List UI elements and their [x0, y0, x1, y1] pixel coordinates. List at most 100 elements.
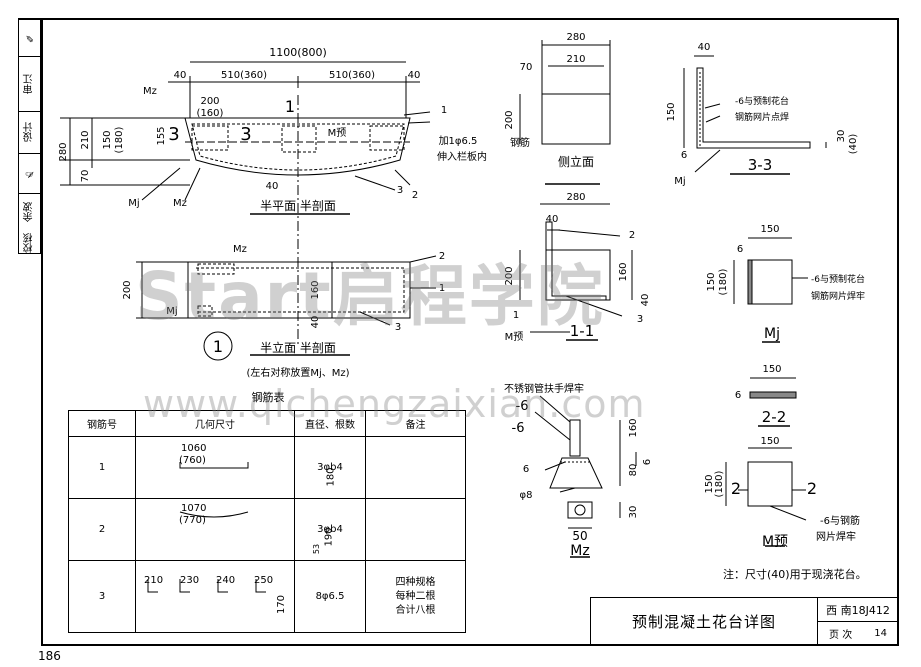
- section-22-caption: 2-2: [762, 408, 787, 426]
- label-mz-m6c: 6: [523, 464, 529, 475]
- mz-post: [569, 419, 581, 457]
- dim-mz-50: 50: [572, 529, 587, 543]
- dim-22-150: 150: [762, 364, 781, 375]
- row2-dim-a: 1070: [181, 503, 207, 514]
- dim-mj-6: 6: [737, 244, 743, 255]
- label-mr-2a: 2: [731, 479, 741, 498]
- dim-160-elev: 160: [310, 280, 321, 299]
- label-n1-plan: 1: [441, 105, 447, 116]
- side-caption: 侧立面: [558, 154, 594, 169]
- table-row: 3 210 230 240 250 170 8φ6.5 四种规格 每种二根 合计…: [68, 560, 466, 633]
- label-11-n3: 3: [637, 314, 643, 325]
- dim-150: 150: [102, 130, 113, 149]
- row3-dim-e: 170: [276, 594, 288, 615]
- side-panel: [541, 93, 611, 145]
- page-label: 页 次: [829, 630, 853, 641]
- row3-note-2: 每种二根: [395, 590, 436, 602]
- label-mj-plan-bl: Mj: [128, 198, 139, 209]
- dim-mz-160: 160: [628, 418, 639, 437]
- mj-caption: Mj: [764, 326, 780, 342]
- row3-dim-a: 210: [144, 575, 164, 586]
- label-33-mj: Mj: [674, 176, 685, 187]
- label-mr-n1: -6与钢筋: [820, 514, 860, 527]
- label-33-n1: -6与预制花台: [735, 95, 789, 107]
- label-mj-elev: Mj: [166, 306, 177, 317]
- watermark-logo: Start启程学院: [135, 258, 605, 335]
- label-11-mj: M预: [505, 331, 524, 343]
- mz-caption: Mz: [570, 543, 589, 559]
- planter-outline: [184, 117, 411, 176]
- dim-mz-30: 30: [628, 506, 639, 519]
- table-row: 2 1070 (770) 190 53 3φb4: [68, 498, 466, 561]
- label-add-bar-2: 伸入栏板内: [437, 150, 487, 163]
- signature-strip: ✎ 审江 设计 ✍ 余波 校核: [18, 18, 41, 254]
- row1-dim-c: 180: [325, 467, 337, 487]
- label-mz-elev: Mz: [233, 244, 247, 255]
- section-33-caption: 3-3: [748, 156, 773, 174]
- dim-mr-150v: 150: [704, 474, 715, 493]
- dim-left-span: 510(360): [221, 70, 267, 81]
- dim-33-150: 150: [666, 102, 677, 121]
- label-mj-plan: M预: [328, 127, 347, 139]
- rebar-table-title: 钢筋表: [252, 390, 285, 404]
- row3-note-1: 四种规格: [395, 576, 436, 588]
- dim-200-elev: 200: [122, 280, 133, 299]
- dim-mz-80: 80: [628, 464, 639, 477]
- dim-70: 70: [80, 170, 91, 183]
- th-note: 备注: [365, 410, 466, 437]
- label-n1-elev: 1: [439, 283, 445, 294]
- row3-note-3: 合计八根: [395, 604, 436, 616]
- section-2-2-bar: [749, 391, 797, 399]
- rebar-table: 钢筋号 几何尺寸 直径、根数 备注 1 1060 (760) 180 3φb4 …: [68, 410, 466, 633]
- dim-mr-150: 150: [760, 436, 779, 447]
- label-mj-n1: -6与预制花台: [811, 273, 865, 285]
- atlas-number: 西 南18J412: [818, 598, 898, 622]
- dim-11-40: 40: [546, 214, 559, 225]
- dim-33-30: 30: [836, 130, 847, 143]
- drawing-title: 预制混凝土花台详图: [591, 598, 818, 645]
- row2-dim-d: 53: [312, 543, 322, 555]
- dim-22-6: 6: [735, 390, 741, 401]
- dim-overall: 1100(800): [269, 46, 327, 59]
- dim-155: 155: [156, 126, 167, 145]
- row1-no: 1: [68, 436, 136, 499]
- dim-mj-150: 150: [760, 224, 779, 235]
- section-mark-1: 1: [285, 97, 295, 116]
- dim-side-280: 280: [566, 32, 585, 43]
- dim-210: 210: [80, 130, 91, 149]
- dim-11-40b: 40: [640, 294, 651, 307]
- label-n2-elev: 2: [439, 251, 445, 262]
- dim-side-200: 200: [504, 110, 515, 129]
- row2-geom: 1070 (770) 190 53: [135, 498, 335, 561]
- dim-40-plan: 40: [266, 181, 279, 192]
- label-mz-top: 不锈钢管扶手焊牢: [504, 382, 584, 395]
- dim-mj-180: (180): [718, 268, 729, 295]
- dim-side-70: 70: [520, 62, 533, 73]
- drawing-frame: [41, 18, 899, 646]
- page-number: 186: [38, 649, 61, 663]
- elevation-subcaption: (左右对称放置Mj、Mz): [246, 366, 349, 379]
- label-33-n2: 钢筋网片点焊: [735, 111, 789, 123]
- section-3-3-shape: [696, 67, 811, 149]
- row3-dim-c: 240: [216, 575, 236, 586]
- section-mark-3a: 3: [168, 124, 179, 145]
- dim-right-edge: 40: [408, 70, 421, 81]
- row1-dim-a: 1060: [181, 443, 207, 454]
- label-mz-top: Mz: [143, 86, 157, 97]
- label-11-n2: 2: [629, 230, 635, 241]
- row2-no: 2: [68, 498, 136, 561]
- dim-11-160: 160: [618, 262, 629, 281]
- row2-dim-c: 190: [323, 527, 335, 547]
- th-no: 钢筋号: [68, 410, 136, 437]
- section-mark-3b: 3: [240, 124, 251, 145]
- elevation-outline: [188, 261, 411, 319]
- dim-280: 280: [58, 142, 69, 161]
- dim-mz-6: 6: [642, 459, 653, 465]
- mz-base: [567, 501, 593, 519]
- row2-dim-b: (770): [179, 515, 206, 526]
- dim-11-200: 200: [504, 266, 515, 285]
- label-add-bar: 加1φ6.5: [439, 135, 478, 147]
- dim-40-elev: 40: [310, 316, 321, 329]
- row3-note: 四种规格 每种二根 合计八根: [365, 560, 466, 633]
